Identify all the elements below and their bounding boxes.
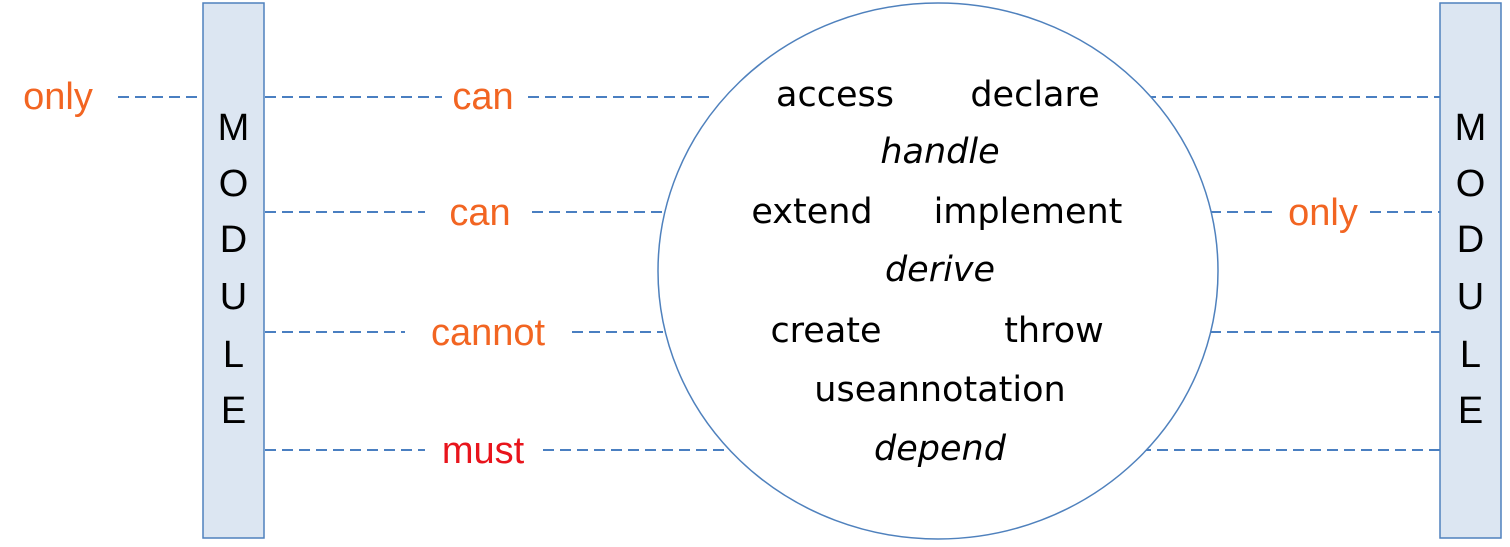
right-module-letter-d: D bbox=[1457, 219, 1484, 261]
qualifier-row4-must: must bbox=[442, 430, 525, 472]
left-module-letter-m: M bbox=[218, 107, 250, 149]
relation-implement: implement bbox=[934, 192, 1123, 232]
relation-extend: extend bbox=[751, 192, 872, 232]
right-module-letter-m: M bbox=[1455, 107, 1487, 149]
left-module: M O D U L E bbox=[202, 2, 265, 539]
relation-access: access bbox=[776, 75, 894, 115]
right-module: M O D U L E bbox=[1439, 2, 1502, 539]
qualifier-row2-can: can bbox=[449, 192, 510, 234]
left-module-letter-u: U bbox=[220, 276, 247, 318]
qualifier-outer-left-only: only bbox=[23, 76, 93, 118]
qualifier-row1-can: can bbox=[452, 76, 513, 118]
right-module-letter-l: L bbox=[1460, 334, 1481, 376]
qualifier-labels: only can can cannot must only bbox=[23, 76, 1358, 472]
relation-depend: depend bbox=[874, 429, 1007, 469]
left-module-letter-d: D bbox=[220, 219, 247, 261]
left-module-box bbox=[202, 2, 265, 539]
left-module-letter-l: L bbox=[223, 334, 244, 376]
relation-declare: declare bbox=[970, 75, 1099, 115]
right-module-letter-o: O bbox=[1456, 163, 1486, 205]
connector-lines bbox=[118, 96, 1440, 451]
right-module-letter-u: U bbox=[1457, 276, 1484, 318]
relations-circle: access declare handle extend implement d… bbox=[657, 2, 1219, 540]
relation-throw: throw bbox=[1004, 311, 1104, 351]
left-module-letter-e: E bbox=[221, 390, 246, 432]
relations-circle-shape bbox=[657, 2, 1219, 540]
right-module-letter-e: E bbox=[1458, 390, 1483, 432]
relation-useannotation: useannotation bbox=[814, 370, 1065, 410]
right-module-box bbox=[1439, 2, 1502, 539]
qualifier-row3-cannot: cannot bbox=[431, 312, 546, 354]
qualifier-right-row2-only: only bbox=[1288, 192, 1358, 234]
relation-create: create bbox=[770, 311, 881, 351]
relation-derive: derive bbox=[885, 250, 995, 290]
left-module-letter-o: O bbox=[219, 163, 249, 205]
relation-handle: handle bbox=[880, 132, 999, 172]
